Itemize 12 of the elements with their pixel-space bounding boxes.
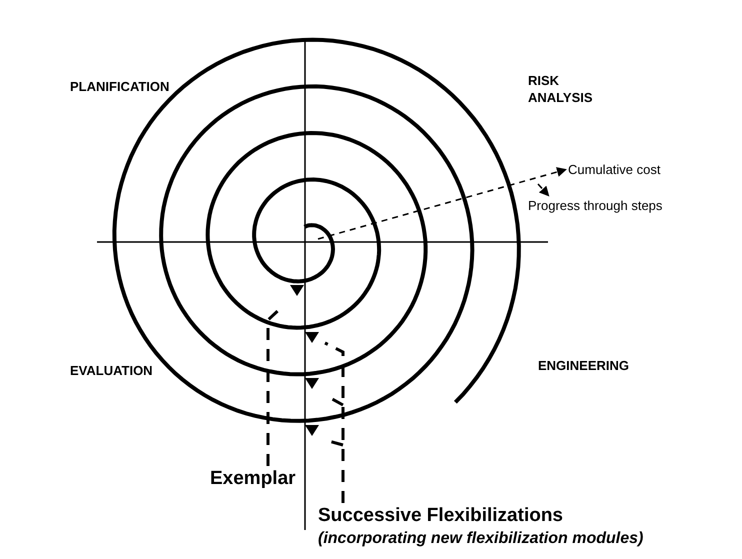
text-label: Cumulative cost — [568, 161, 660, 179]
leader-line — [324, 342, 344, 504]
caption-note: (incorporating new flexibilization modules) — [318, 529, 644, 549]
quadrant-label: ENGINEERING — [538, 357, 630, 374]
quadrant-label: EVALUATION — [70, 362, 153, 379]
text-label: Exemplar — [210, 467, 296, 491]
quadrant-label: RISK ANALYSIS — [528, 72, 594, 106]
text-label: Progress through steps — [528, 197, 662, 215]
quadrant-label: PLANIFICATION — [70, 78, 170, 95]
text-label: Successive Flexibilizations — [318, 504, 564, 528]
arrow — [537, 184, 550, 196]
arrow — [318, 167, 567, 240]
